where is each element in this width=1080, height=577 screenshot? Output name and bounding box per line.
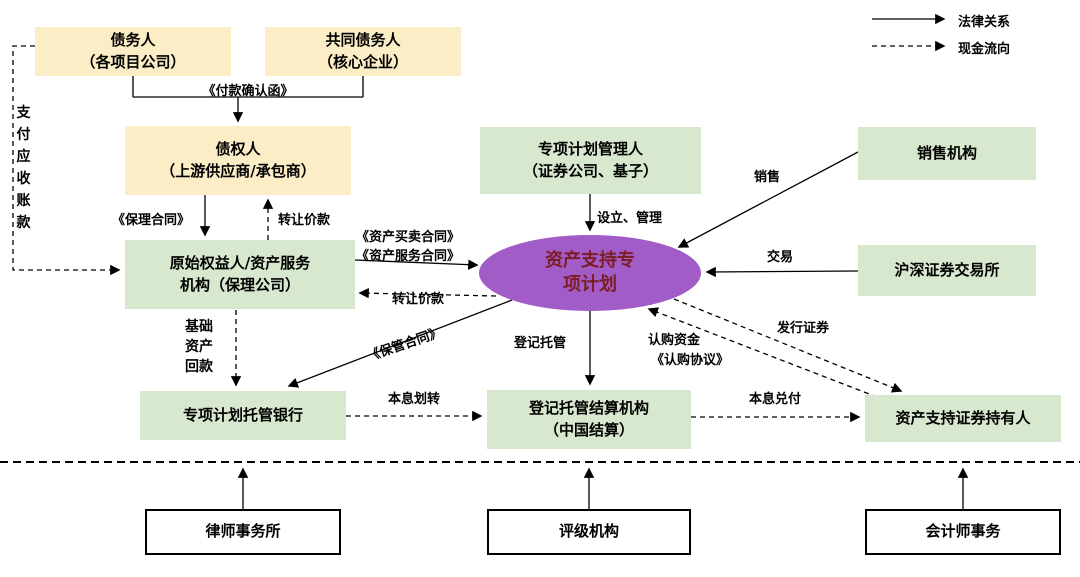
edge-label-asset-service-contract: 《资产服务合同》 (356, 249, 461, 264)
node-sublabel: （上游供应商/承包商） (160, 161, 316, 180)
edge-label-registration-custody: 登记托管 (514, 336, 567, 351)
node-label: 会计师事务 (925, 522, 1001, 541)
edge-label-pay-receivables: 支付应收账款 (16, 105, 31, 231)
node-sublabel: （核心企业） (317, 52, 408, 71)
edge-label-subscription-agreement: 《认购协议》 (651, 353, 730, 368)
node-label: 资产支持专 (545, 249, 635, 271)
node-label: 专项计划托管银行 (182, 405, 303, 424)
legend-legal-label: 法律关系 (958, 15, 1011, 30)
node-custodian-bank: 专项计划托管银行 (140, 391, 346, 440)
node-label: 销售机构 (916, 143, 977, 162)
node-label: 律师事务所 (205, 522, 281, 541)
edge-label-payment-confirmation: 《付款确认函》 (202, 84, 294, 99)
node-sublabel: （各项目公司） (80, 52, 186, 71)
edge-label-sales: 销售 (754, 170, 781, 185)
node-sales-agency: 销售机构 (858, 127, 1036, 180)
legend-cash-label: 现金流向 (958, 42, 1011, 57)
node-abs-holders: 资产支持证券持有人 (865, 395, 1061, 442)
node-creditor: 债权人 （上游供应商/承包商） (125, 126, 351, 195)
edge-custody-contract (287, 299, 513, 388)
edge-label-subscription-funds: 认购资金 (648, 333, 701, 348)
node-label: 沪深证券交易所 (894, 260, 1000, 279)
node-label: 原始权益人/资产服务 (169, 254, 311, 273)
node-label: 债权人 (215, 140, 261, 159)
edge-label-setup-manage: 设立、管理 (597, 211, 663, 226)
edge-sales (677, 151, 859, 248)
node-label: 共同债务人 (325, 31, 401, 50)
edge-asset-sale-contract (354, 259, 479, 270)
node-label: 专项计划管理人 (537, 140, 643, 159)
node-sublabel: （中国结算） (543, 420, 634, 439)
edge-label-pi-transfer: 本息划转 (387, 392, 441, 407)
edge-subscription-funds (647, 307, 878, 398)
node-sublabel: （证券公司、基子） (522, 161, 658, 180)
node-debtor: 债务人 （各项目公司） (35, 27, 231, 76)
node-label: 资产支持证券持有人 (895, 408, 1031, 427)
node-label: 项计划 (563, 274, 617, 295)
edge-issue-securities (673, 298, 903, 393)
edge-label-trading: 交易 (767, 250, 794, 265)
edge-transfer-price-left (358, 287, 497, 299)
node-co-debtor: 共同债务人 （核心企业） (265, 27, 461, 76)
node-label: 债务人 (110, 31, 156, 50)
node-label: 登记托管结算机构 (528, 399, 649, 418)
node-registrar: 登记托管结算机构 （中国结算） (487, 390, 691, 449)
node-originator: 原始权益人/资产服务 机构（保理公司） (125, 240, 355, 309)
edge-trading (705, 266, 859, 278)
node-rating-agency: 评级机构 (487, 509, 691, 555)
edge-label-transfer-price-up: 转让价款 (278, 213, 331, 228)
node-plan-manager: 专项计划管理人 （证券公司、基子） (480, 127, 701, 194)
edge-label-issue-securities: 发行证券 (777, 321, 830, 336)
edge-label-asset-purchase-contract: 《资产买卖合同》 (356, 230, 461, 245)
node-sublabel: 机构（保理公司） (179, 275, 300, 294)
node-accounting-firm: 会计师事务 (865, 509, 1061, 555)
edge-pay-receivables (12, 45, 121, 276)
edge-label-factoring-contract: 《保理合同》 (112, 213, 191, 228)
node-abs-special-plan: 资产支持专 项计划 (479, 235, 701, 311)
edge-label-transfer-price-left: 转让价款 (391, 292, 445, 307)
node-label: 评级机构 (558, 522, 619, 541)
edge-label-pi-payment: 本息兑付 (748, 392, 802, 407)
edge-label-underlying-repayment: 基础资产回款 (185, 319, 213, 375)
node-law-firm: 律师事务所 (145, 509, 341, 555)
node-stock-exchange: 沪深证券交易所 (858, 245, 1036, 296)
